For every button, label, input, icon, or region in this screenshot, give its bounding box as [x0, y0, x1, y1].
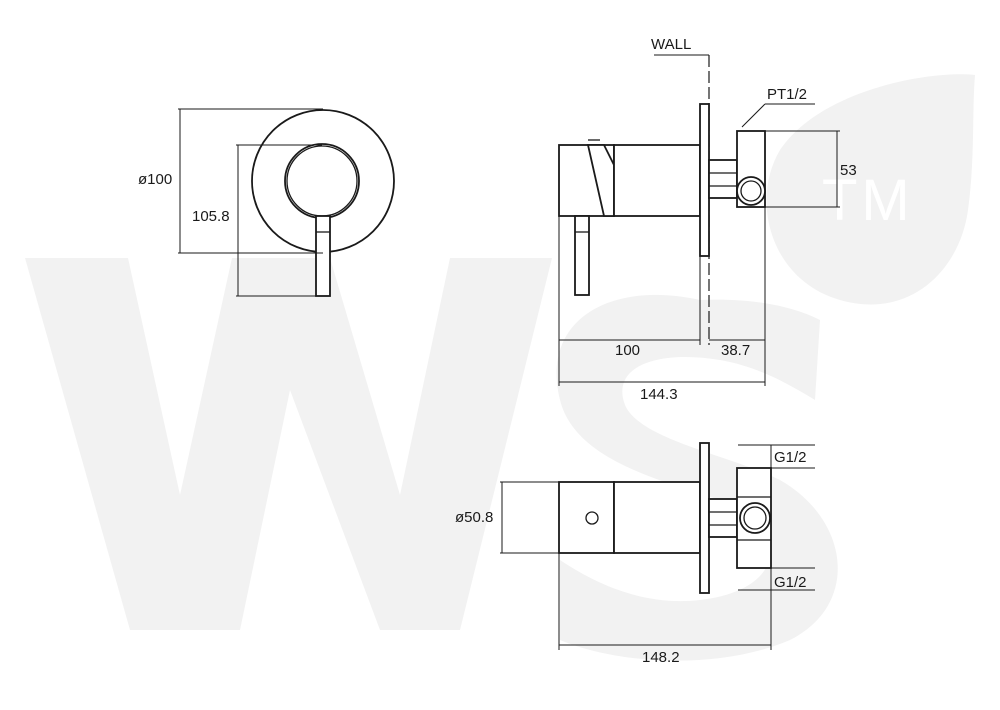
dim-105-8-label: 105.8 [192, 208, 230, 225]
dim-d100-label: ø100 [138, 171, 172, 188]
watermark-leaf [766, 74, 975, 305]
pipe-connector-b [708, 498, 738, 538]
cartridge-body-b [613, 481, 701, 554]
cartridge-body [613, 144, 701, 217]
wall-plate-b [699, 442, 710, 594]
outlet-hole-b [743, 506, 767, 530]
dim-100-label: 100 [615, 342, 640, 359]
wall-plate-side [699, 103, 710, 257]
lever-handle [315, 215, 331, 297]
bottom-view: G1/2 G1/2 ø50.8 148.2 [455, 442, 815, 666]
watermark-logo: TM [25, 74, 975, 661]
wall-label: WALL [651, 36, 691, 53]
outlet-hole [740, 180, 762, 202]
watermark-letter-s [556, 294, 838, 661]
pt12-label: PT1/2 [767, 86, 807, 103]
side-view: WALL PT1/2 53 100 38.7 1 [558, 36, 857, 403]
dim-53-label: 53 [840, 162, 857, 179]
front-view: ø100 105.8 [138, 108, 395, 297]
dim-148-2-label: 148.2 [642, 649, 680, 666]
pipe-connector [708, 159, 738, 199]
lever-side [574, 215, 590, 296]
handle-pin [585, 511, 599, 525]
pt-leader [741, 103, 766, 128]
g12-bot-label: G1/2 [774, 574, 807, 591]
watermark-tm: TM [822, 168, 914, 233]
dim-38-7-label: 38.7 [721, 342, 750, 359]
watermark-letter-w [25, 258, 552, 630]
g12-top-label: G1/2 [774, 449, 807, 466]
handle-body [284, 143, 360, 219]
dim-144-3-label: 144.3 [640, 386, 678, 403]
dim-d50-8-label: ø50.8 [455, 509, 493, 526]
